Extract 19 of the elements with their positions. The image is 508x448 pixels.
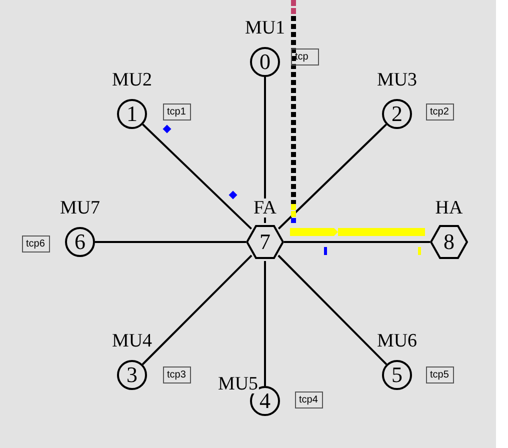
node-label: FA: [252, 198, 278, 218]
node-hexagon: 7: [246, 225, 284, 259]
agent-tag: tcp2: [426, 104, 454, 120]
node-hexagon: 8: [430, 225, 468, 259]
link-line: [142, 124, 252, 230]
agent-tag: tcp1: [163, 104, 191, 120]
link-line: [264, 261, 266, 386]
link-line: [284, 241, 430, 243]
link-line: [264, 77, 266, 223]
link-line: [95, 241, 246, 243]
agent-tag: tcp5: [426, 366, 454, 384]
agent-tag: tcp: [291, 48, 319, 66]
agent-tag: tcp4: [295, 392, 323, 408]
node-label: MU5: [216, 374, 260, 394]
agent-tag: tcp3: [163, 366, 191, 384]
link-line: [278, 254, 388, 366]
agent-tag: tcp6: [22, 236, 50, 252]
link-line: [142, 254, 252, 366]
link-line: [278, 124, 387, 230]
